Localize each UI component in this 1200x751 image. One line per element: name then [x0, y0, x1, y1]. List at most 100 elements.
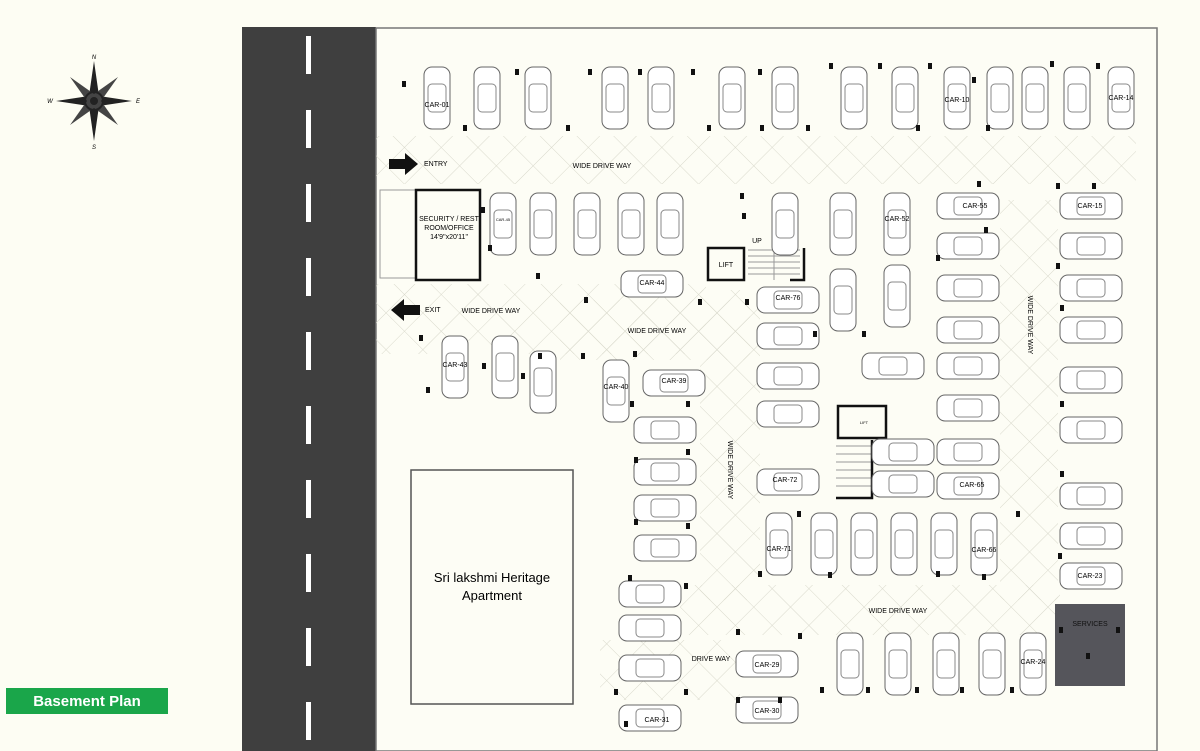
pillar	[614, 689, 618, 695]
car-label: CAR-01	[425, 102, 450, 109]
pillar	[1116, 627, 1120, 633]
pillar	[1086, 653, 1090, 659]
pillar	[584, 297, 588, 303]
car-outline	[840, 66, 868, 130]
car-outline	[861, 352, 925, 380]
pillar	[566, 125, 570, 131]
car-outline	[524, 66, 552, 130]
pillar	[638, 69, 642, 75]
pillar	[936, 255, 940, 261]
gate-area	[379, 189, 417, 279]
pillar	[936, 571, 940, 577]
pillar	[426, 387, 430, 393]
car-outline	[656, 192, 684, 256]
exit-arrow-icon	[391, 299, 420, 321]
car-outline	[836, 632, 864, 696]
car-label: CAR-52	[885, 216, 910, 223]
security-label-1: SECURITY / REST	[419, 216, 479, 223]
car-slots	[423, 66, 1135, 732]
pillar	[1059, 627, 1063, 633]
car-outline	[618, 580, 682, 608]
car-label: CAR-30	[755, 708, 780, 715]
car-outline	[1059, 274, 1123, 302]
entry-label: ENTRY	[424, 161, 448, 168]
pillar	[684, 689, 688, 695]
car-labels: CAR-01 CAR-10 CAR-14 CAR-15 CAR-23 CAR-2…	[425, 95, 1134, 724]
drive-label-left: WIDE DRIVE WAY	[462, 308, 521, 315]
car-outline	[1019, 632, 1047, 696]
car-outline	[1107, 66, 1135, 130]
car-outline	[771, 192, 799, 256]
car-label: CAR-45	[496, 217, 511, 222]
road-center-dashes	[306, 36, 311, 740]
car-outline	[529, 350, 557, 414]
pillar	[521, 373, 525, 379]
car-outline	[890, 512, 918, 576]
pillar	[915, 687, 919, 693]
car-outline	[618, 654, 682, 682]
security-label-3: 14'9"x20'11"	[430, 234, 468, 241]
car-label: CAR-65	[960, 482, 985, 489]
car-label: CAR-55	[963, 203, 988, 210]
car-outline	[573, 192, 601, 256]
car-outline	[633, 534, 697, 562]
pillar	[1056, 183, 1060, 189]
car-outline	[936, 472, 1000, 500]
car-outline	[756, 400, 820, 428]
pillar	[686, 523, 690, 529]
car-outline	[932, 632, 960, 696]
pillar	[515, 69, 519, 75]
pillar	[828, 572, 832, 578]
pillar	[634, 519, 638, 525]
pillar	[482, 363, 486, 369]
car-outline	[618, 704, 682, 732]
car-outline	[620, 270, 684, 298]
car-label: CAR-66	[972, 547, 997, 554]
basement-plan-tag: Basement Plan	[6, 688, 168, 714]
pillar	[1050, 61, 1054, 67]
car-outline	[633, 458, 697, 486]
car-outline	[423, 66, 451, 130]
car-outline	[735, 650, 799, 678]
pillar	[1060, 471, 1064, 477]
car-label: CAR-24	[1021, 659, 1046, 666]
lift-small	[836, 404, 888, 440]
pillar	[866, 687, 870, 693]
car-outline	[756, 286, 820, 314]
pillar	[1096, 63, 1100, 69]
pillar	[538, 353, 542, 359]
car-outline	[891, 66, 919, 130]
car-outline	[617, 192, 645, 256]
car-outline	[602, 359, 630, 423]
car-outline	[633, 416, 697, 444]
pillar	[624, 721, 628, 727]
pillar	[982, 574, 986, 580]
car-label: CAR-43	[443, 362, 468, 369]
entry-arrow-icon	[389, 153, 418, 175]
car-outline	[884, 632, 912, 696]
pillar	[1010, 687, 1014, 693]
drive-label-vertical-mid: WIDE DRIVE WAY	[726, 441, 733, 500]
car-outline	[883, 192, 911, 256]
car-outline	[936, 232, 1000, 260]
drive-label-vertical-right: WIDE DRIVE WAY	[1026, 296, 1033, 355]
car-outline	[1059, 232, 1123, 260]
car-outline	[936, 352, 1000, 380]
up-label: UP	[752, 238, 762, 245]
car-outline	[1059, 316, 1123, 344]
compass-w: W	[47, 99, 54, 105]
car-outline	[771, 66, 799, 130]
car-outline	[735, 696, 799, 724]
pillar	[463, 125, 467, 131]
pillar	[419, 335, 423, 341]
staircase-small	[836, 445, 872, 487]
car-outline	[489, 192, 517, 256]
car-outline	[930, 512, 958, 576]
pillar	[581, 353, 585, 359]
car-outline	[810, 512, 838, 576]
car-outline	[756, 362, 820, 390]
pillar	[928, 63, 932, 69]
car-outline	[936, 316, 1000, 344]
pillars	[402, 61, 1120, 727]
car-outline	[1021, 66, 1049, 130]
